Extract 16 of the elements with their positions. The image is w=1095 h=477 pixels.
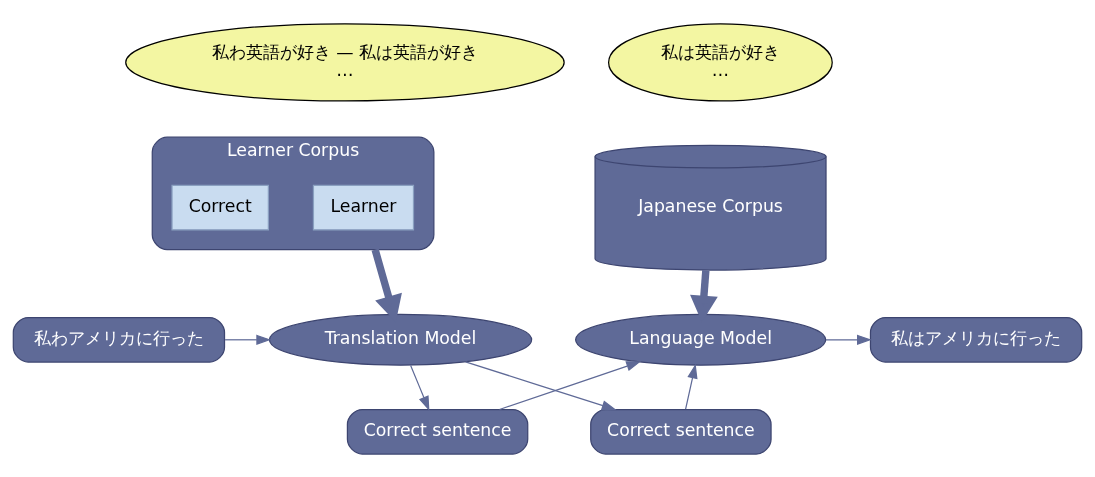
node-box: Correct: [171, 184, 269, 230]
node-box: Correct sentence: [346, 408, 529, 455]
arrow: [410, 364, 430, 411]
arrow: [685, 363, 698, 410]
arrow: [498, 360, 642, 410]
node-ellipse: Language Model: [575, 313, 827, 366]
node-box: 私わアメリカに行った: [12, 316, 226, 363]
arrow: [825, 334, 872, 345]
node-ellipse: Translation Model: [268, 313, 533, 366]
node-box: Correct sentence: [590, 408, 772, 455]
node-box: Learner: [312, 184, 415, 230]
arrow: [464, 360, 617, 410]
node-ellipse: 私わ英語が好き — 私は英語が好き …: [125, 22, 565, 102]
node-box: 私はアメリカに行った: [869, 316, 1083, 363]
node-ellipse: 私は英語が好き …: [608, 22, 833, 102]
arrow: [224, 334, 272, 345]
